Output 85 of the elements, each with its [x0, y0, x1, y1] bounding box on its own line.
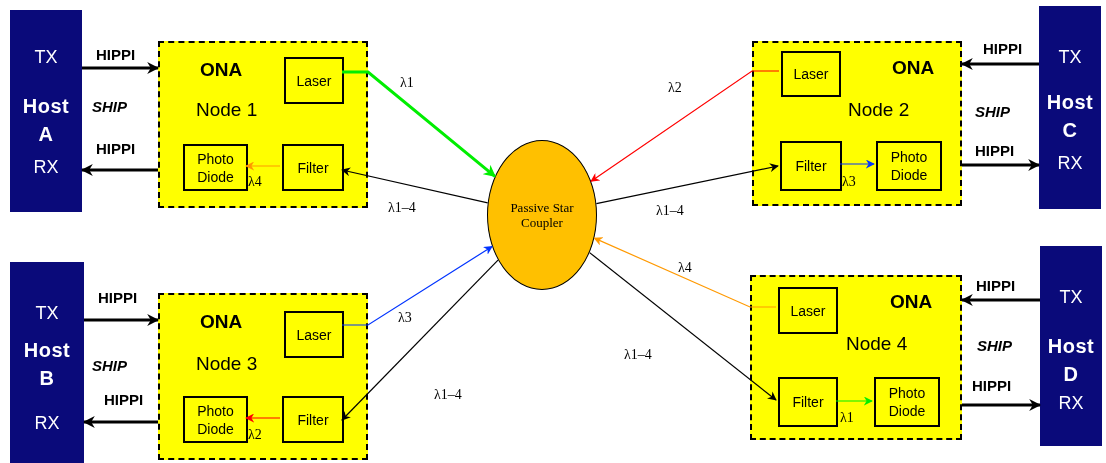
host-name: Host B	[22, 338, 72, 391]
edge-label: λ1	[840, 410, 854, 426]
host-box	[10, 10, 82, 212]
edge-label: HIPPI	[96, 46, 136, 64]
component-box: Photo Diode	[874, 377, 940, 427]
edge-label: λ3	[398, 310, 412, 326]
edge-label: λ4	[248, 174, 262, 190]
component-box: Photo Diode	[876, 141, 942, 191]
protocol-label: SHIP	[975, 103, 1010, 121]
host-box	[1039, 6, 1101, 209]
ona-box	[158, 293, 368, 460]
node-name: Node 1	[196, 99, 258, 121]
port-label: RX	[34, 412, 60, 434]
component-box: Photo Diode	[183, 396, 248, 443]
node-name: Node 2	[848, 99, 910, 121]
component-box: Photo Diode	[183, 144, 248, 191]
component-box: Laser	[284, 57, 344, 104]
edge-label: HIPPI	[104, 391, 144, 409]
edge-label: λ3	[842, 174, 856, 190]
arrow	[342, 70, 496, 178]
edge-label: λ1–4	[656, 203, 684, 219]
port-label: RX	[1058, 392, 1084, 414]
edge-label: λ1–4	[434, 387, 462, 403]
ona-title: ONA	[892, 57, 935, 79]
arrow	[839, 159, 875, 169]
node-name: Node 3	[196, 353, 258, 375]
arrow	[960, 294, 1040, 306]
ona-title: ONA	[200, 59, 243, 81]
edge-label: HIPPI	[98, 289, 138, 307]
component-box: Laser	[778, 287, 838, 334]
port-label: TX	[1059, 286, 1083, 308]
protocol-label: SHIP	[977, 337, 1012, 355]
arrow	[341, 167, 489, 204]
arrow	[960, 58, 1039, 70]
ona-title: ONA	[890, 291, 933, 313]
ona-box	[752, 41, 962, 206]
port-label: TX	[1058, 46, 1082, 68]
ona-box	[750, 275, 962, 440]
arrow	[590, 70, 780, 182]
arrow	[593, 237, 777, 308]
edge-label: λ1	[400, 75, 414, 91]
arrow	[245, 413, 281, 423]
component-box: Laser	[781, 51, 841, 97]
ona-box	[158, 41, 368, 208]
arrow	[962, 399, 1042, 411]
protocol-label: SHIP	[92, 357, 127, 375]
edge-label: λ1–4	[388, 200, 416, 216]
arrow	[82, 416, 158, 428]
arrow	[80, 164, 158, 176]
component-box: Filter	[282, 396, 344, 443]
component-box: Laser	[284, 311, 344, 358]
arrow	[341, 259, 499, 421]
port-label: TX	[35, 302, 59, 324]
arrow	[341, 245, 493, 326]
edge-label: λ4	[678, 260, 692, 276]
arrow	[84, 314, 160, 326]
edge-label: HIPPI	[96, 140, 136, 158]
coupler-ellipse: Passive Star Coupler	[487, 140, 597, 290]
component-box: Filter	[282, 144, 344, 191]
arrow	[595, 163, 779, 205]
port-label: RX	[33, 156, 59, 178]
edge-label: HIPPI	[975, 142, 1015, 160]
arrow	[835, 396, 873, 406]
host-box	[1040, 246, 1102, 446]
port-label: TX	[34, 46, 58, 68]
ona-title: ONA	[200, 311, 243, 333]
edge-label: λ2	[248, 427, 262, 443]
component-box: Filter	[780, 141, 842, 191]
port-label: RX	[1057, 152, 1083, 174]
edge-label: HIPPI	[976, 277, 1016, 295]
host-name: Host D	[1046, 334, 1096, 387]
arrow	[82, 62, 160, 74]
arrow	[589, 252, 777, 401]
arrow	[962, 159, 1041, 171]
node-name: Node 4	[846, 333, 908, 355]
edge-label: HIPPI	[972, 377, 1012, 395]
host-box	[10, 262, 84, 463]
edge-label: HIPPI	[983, 40, 1023, 58]
protocol-label: SHIP	[92, 98, 127, 116]
edge-label: λ2	[668, 80, 682, 96]
arrow	[245, 161, 281, 171]
host-name: Host A	[21, 94, 71, 147]
host-name: Host C	[1045, 90, 1095, 143]
edge-label: λ1–4	[624, 347, 652, 363]
component-box: Filter	[778, 377, 838, 427]
